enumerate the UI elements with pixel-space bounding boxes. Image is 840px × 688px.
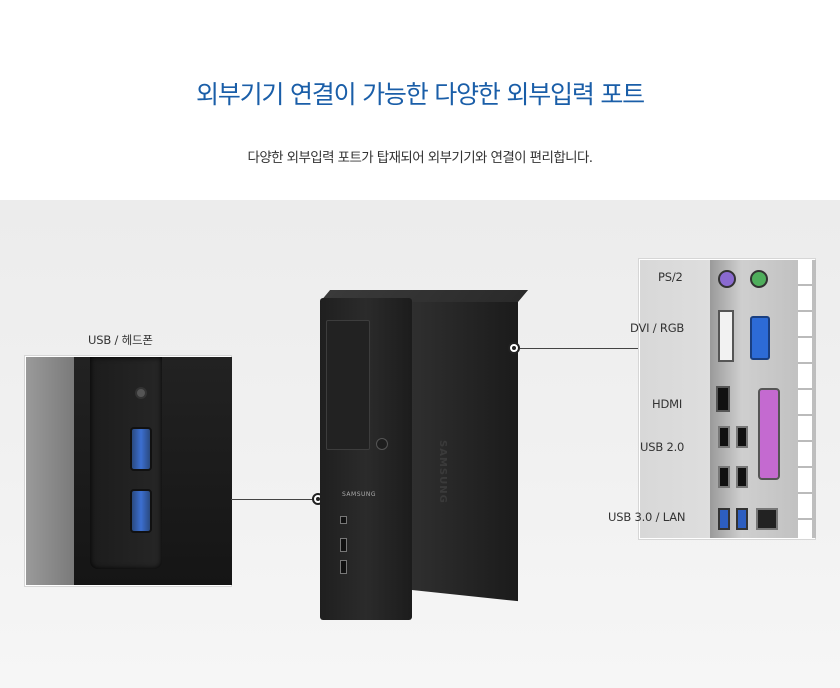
desktop-tower-image: SAMSUNG SAMSUNG xyxy=(318,290,529,620)
callout-line-left xyxy=(231,499,319,500)
drive-bay xyxy=(326,320,370,450)
tower-side xyxy=(412,290,518,602)
usb2-port-icon xyxy=(718,466,730,488)
usb3-lan-label: USB 3.0 / LAN xyxy=(608,510,686,524)
usb3-port-icon xyxy=(130,427,152,471)
lan-port-icon xyxy=(756,508,778,530)
ps2-mouse-port-icon xyxy=(718,270,736,288)
front-jack-icon xyxy=(340,516,347,524)
tower-front: SAMSUNG xyxy=(320,298,412,620)
front-port-cluster xyxy=(334,508,360,598)
product-stage: USB / 헤드폰 SAMSUNG SAMSUNG xyxy=(0,200,840,688)
headphone-jack-icon xyxy=(135,387,147,399)
section-header: 외부기기 연결이 가능한 다양한 외부입력 포트 다양한 외부입력 포트가 탑재… xyxy=(0,0,840,200)
rear-ports-zoom-image: PS/2 DVI / RGB HDMI USB 2.0 USB 3.0 / LA… xyxy=(608,259,816,539)
front-ports-zoom-image xyxy=(25,356,232,586)
zoom-edge xyxy=(26,357,74,585)
parallel-port-icon xyxy=(758,388,780,480)
usb3-port-icon xyxy=(736,508,748,530)
expansion-slot xyxy=(798,260,812,538)
dvi-port-icon xyxy=(718,310,734,362)
usb2-port-icon xyxy=(718,426,730,448)
front-usb-icon xyxy=(340,538,347,552)
usb3-port-icon xyxy=(130,489,152,533)
front-brand-logo: SAMSUNG xyxy=(342,491,377,498)
side-brand-logo: SAMSUNG xyxy=(437,440,448,504)
usb-headphone-label: USB / 헤드폰 xyxy=(88,333,153,347)
hdmi-label: HDMI xyxy=(652,397,683,411)
hdmi-port-icon xyxy=(716,386,730,412)
ps2-keyboard-port-icon xyxy=(750,270,768,288)
ps2-label: PS/2 xyxy=(658,270,683,284)
dvi-rgb-label: DVI / RGB xyxy=(630,321,685,335)
section-subtitle: 다양한 외부입력 포트가 탑재되어 외부기기와 연결이 편리합니다. xyxy=(247,150,594,166)
front-usb-icon xyxy=(340,560,347,574)
usb2-port-icon xyxy=(736,466,748,488)
usb3-port-icon xyxy=(718,508,730,530)
power-button-icon xyxy=(376,438,388,450)
callout-dot-right xyxy=(508,342,520,354)
usb2-port-icon xyxy=(736,426,748,448)
usb2-label: USB 2.0 xyxy=(640,440,685,454)
vga-port-icon xyxy=(750,316,770,360)
callout-line-right xyxy=(520,348,640,349)
section-title: 외부기기 연결이 가능한 다양한 외부입력 포트 xyxy=(196,80,645,109)
